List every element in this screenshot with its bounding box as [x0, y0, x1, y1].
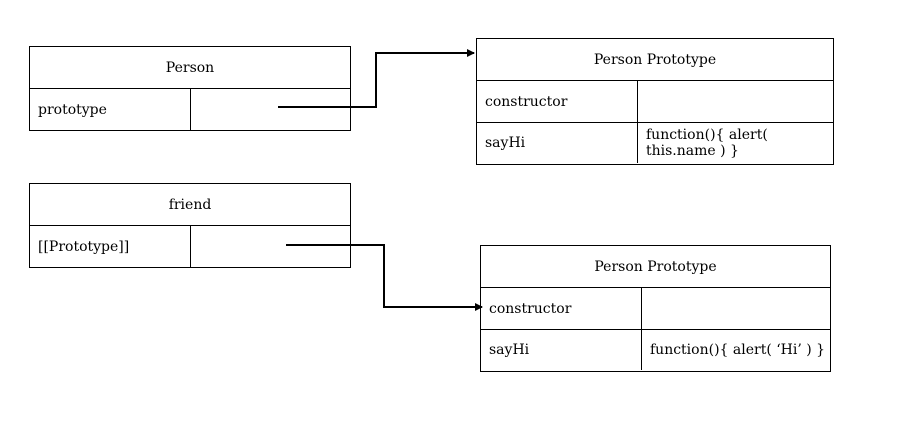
person-prototype-box-bottom: Person Prototype constructor sayHi funct… [480, 245, 831, 372]
person-prototype-box-top: Person Prototype constructor sayHi funct… [476, 38, 834, 165]
proto-bottom-row-constructor: constructor [481, 288, 830, 329]
proto-top-constructor-key: constructor [477, 81, 638, 122]
proto-bottom-sayhi-key: sayHi [481, 330, 642, 370]
person-prototype-value [191, 89, 350, 130]
proto-bottom-sayhi-value: function(){ alert( ‘Hi’ ) } [650, 342, 826, 358]
proto-bottom-constructor-value [642, 288, 830, 329]
proto-top-title: Person Prototype [477, 39, 833, 81]
friend-row-prototype: [[Prototype]] [30, 226, 350, 267]
person-row-prototype: prototype [30, 89, 350, 130]
person-title: Person [30, 47, 350, 89]
proto-bottom-row-sayhi: sayHi function(){ alert( ‘Hi’ ) } [481, 329, 830, 370]
proto-bottom-constructor-key: constructor [481, 288, 642, 329]
proto-top-sayhi-key: sayHi [477, 123, 638, 163]
proto-bottom-title: Person Prototype [481, 246, 830, 288]
friend-prototype-value [191, 226, 350, 267]
friend-title: friend [30, 184, 350, 226]
proto-top-constructor-value [638, 81, 833, 122]
proto-top-row-constructor: constructor [477, 81, 833, 122]
friend-box: friend [[Prototype]] [29, 183, 351, 268]
proto-top-sayhi-value: function(){ alert( this.name ) } [646, 127, 768, 159]
friend-prototype-key: [[Prototype]] [30, 226, 191, 267]
person-box: Person prototype [29, 46, 351, 131]
proto-top-row-sayhi: sayHi function(){ alert( this.name ) } [477, 122, 833, 163]
person-prototype-key: prototype [30, 89, 191, 130]
